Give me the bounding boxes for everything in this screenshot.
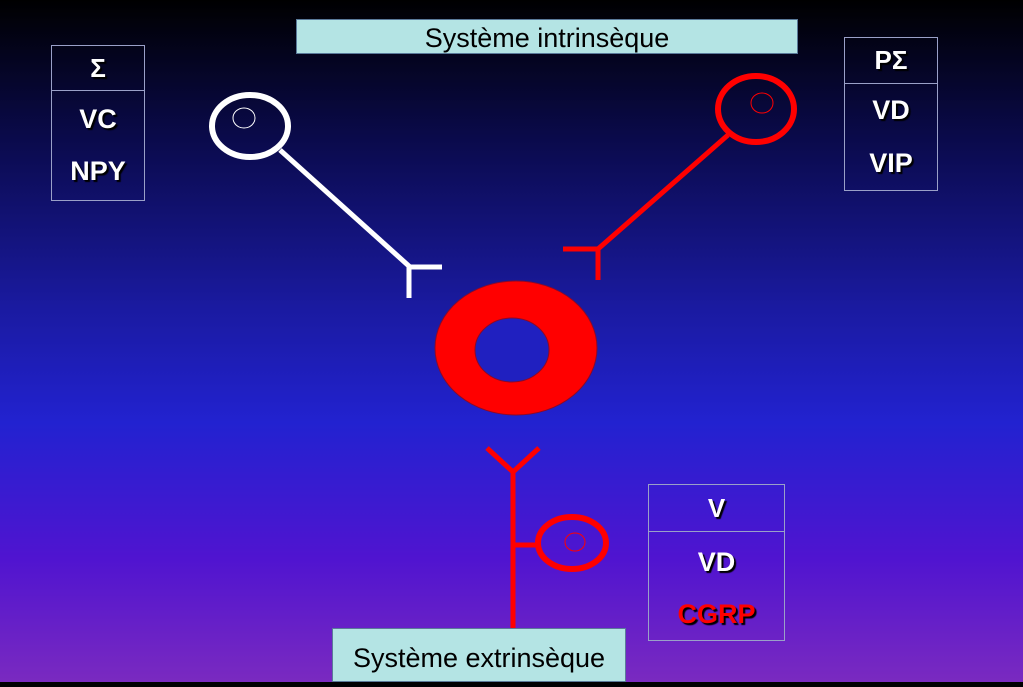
- parasympathetic-neuron-soma: [715, 73, 797, 145]
- parasympathetic-box: PΣ VD VIP: [844, 37, 938, 191]
- extrinsic-box-header: V: [649, 485, 784, 532]
- sympathetic-neuron: [209, 92, 442, 298]
- sympathetic-line-1: VC: [79, 104, 117, 134]
- sympathetic-neuron-nucleus: [232, 107, 256, 129]
- extrinsic-neuron-nucleus: [564, 532, 586, 552]
- extrinsic-box: V VD CGRP: [648, 484, 785, 641]
- intrinsic-system-label: Système intrinsèque: [424, 23, 670, 53]
- sympathetic-neuron-soma: [209, 92, 291, 160]
- sympathetic-symbol: Σ: [90, 52, 106, 83]
- parasympathetic-line-1: VD: [872, 95, 910, 125]
- parasympathetic-neuron: [563, 73, 797, 280]
- parasympathetic-symbol: PΣ: [874, 45, 908, 75]
- sympathetic-box-header: Σ: [52, 46, 144, 91]
- sympathetic-line-2: NPY: [70, 156, 126, 186]
- extrinsic-system-banner: Système extrinsèque: [332, 628, 626, 682]
- extrinsic-neuron-soma: [535, 514, 609, 572]
- sympathetic-neuron-terminal: [406, 264, 442, 298]
- extrinsic-neuron-terminal: [485, 446, 541, 476]
- parasympathetic-neuron-nucleus: [750, 92, 774, 114]
- sympathetic-neuron-axon: [278, 148, 412, 269]
- sympathetic-box: Σ VC NPY: [51, 45, 145, 201]
- extrinsic-line-2: CGRP: [677, 599, 756, 629]
- extrinsic-line-1: VD: [697, 547, 736, 577]
- parasympathetic-box-header: PΣ: [845, 38, 937, 84]
- extrinsic-system-label: Système extrinsèque: [352, 643, 606, 673]
- intrinsic-system-banner: Système intrinsèque: [296, 19, 798, 54]
- vessel-lumen: [474, 317, 550, 383]
- extrinsic-symbol: V: [707, 492, 726, 523]
- blood-vessel: [434, 280, 598, 416]
- parasympathetic-neuron-axon: [596, 133, 730, 251]
- extrinsic-neuron: [485, 446, 609, 628]
- parasympathetic-neuron-terminal: [563, 246, 601, 280]
- parasympathetic-line-2: VIP: [869, 148, 913, 178]
